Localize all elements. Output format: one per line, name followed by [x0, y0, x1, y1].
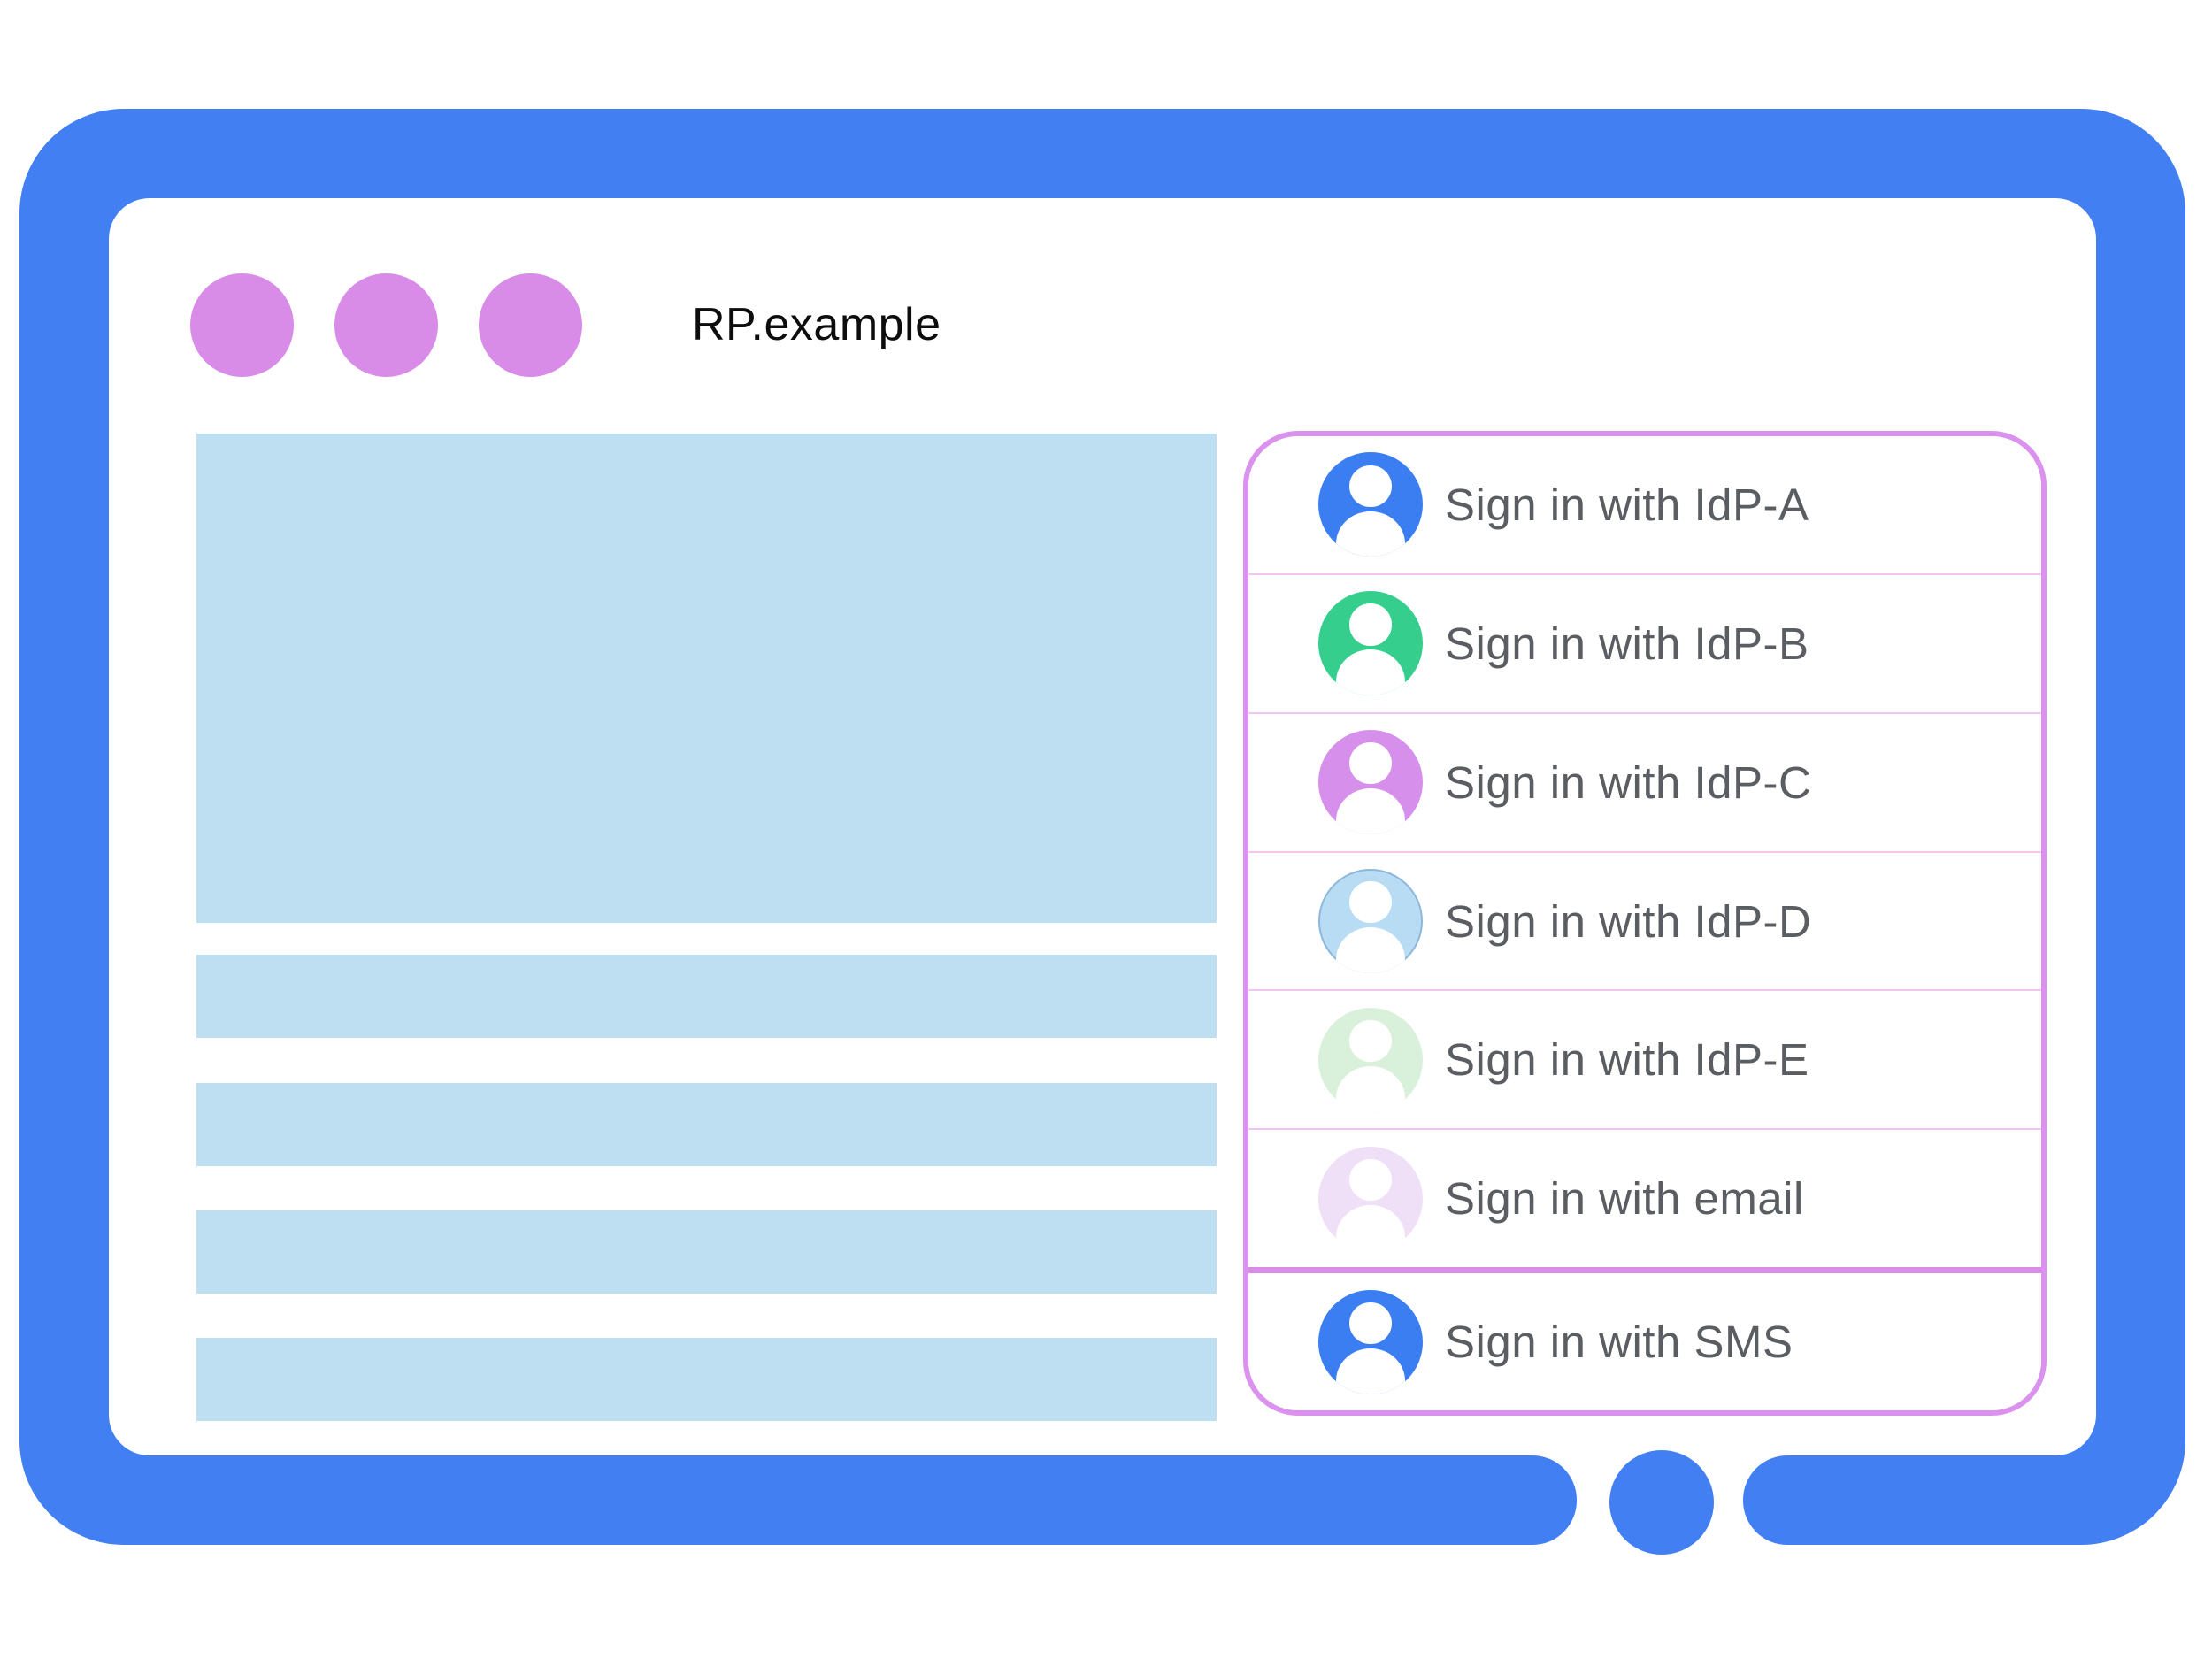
home-button[interactable] [1609, 1450, 1714, 1555]
signin-option-email[interactable]: Sign in with email [1248, 1128, 2041, 1268]
content-placeholder-line [196, 1338, 1217, 1421]
page-title: RP.example [692, 299, 941, 350]
signin-option-idp-e[interactable]: Sign in with IdP-E [1248, 989, 2041, 1129]
person-icon [1318, 869, 1423, 973]
browser-chrome: RP.example [190, 273, 941, 377]
person-icon [1318, 1146, 1423, 1251]
signin-option-label: Sign in with IdP-D [1445, 895, 1812, 947]
window-dot-icon [479, 273, 582, 377]
window-dot-icon [334, 273, 438, 377]
person-icon [1318, 730, 1423, 835]
frame-band-left-cap [1488, 1455, 1577, 1545]
signin-option-idp-d[interactable]: Sign in with IdP-D [1248, 850, 2041, 990]
signin-option-label: Sign in with IdP-C [1445, 757, 1812, 808]
signin-option-label: Sign in with SMS [1445, 1317, 1793, 1368]
signin-option-idp-b[interactable]: Sign in with IdP-B [1248, 572, 2041, 712]
person-icon [1318, 1289, 1423, 1394]
signin-option-label: Sign in with email [1445, 1173, 1804, 1225]
signin-option-idp-c[interactable]: Sign in with IdP-C [1248, 711, 2041, 851]
person-icon [1318, 1007, 1423, 1112]
signin-option-label: Sign in with IdP-E [1445, 1034, 1809, 1086]
content-placeholder-line [196, 1210, 1217, 1294]
signin-panel: Sign in with IdP-A Sign in with IdP-B Si… [1243, 431, 2047, 1416]
window-dot-icon [190, 273, 294, 377]
signin-option-label: Sign in with IdP-B [1445, 618, 1809, 669]
person-icon [1318, 452, 1423, 557]
signin-option-label: Sign in with IdP-A [1445, 479, 1809, 530]
person-icon [1318, 591, 1423, 696]
content-placeholder-line [196, 1083, 1217, 1166]
frame-band-right-cap [1743, 1455, 1832, 1545]
signin-option-idp-a[interactable]: Sign in with IdP-A [1248, 436, 2041, 573]
content-placeholder-line [196, 955, 1217, 1038]
signin-option-sms[interactable]: Sign in with SMS [1248, 1267, 2041, 1410]
content-placeholder-hero [196, 434, 1217, 923]
